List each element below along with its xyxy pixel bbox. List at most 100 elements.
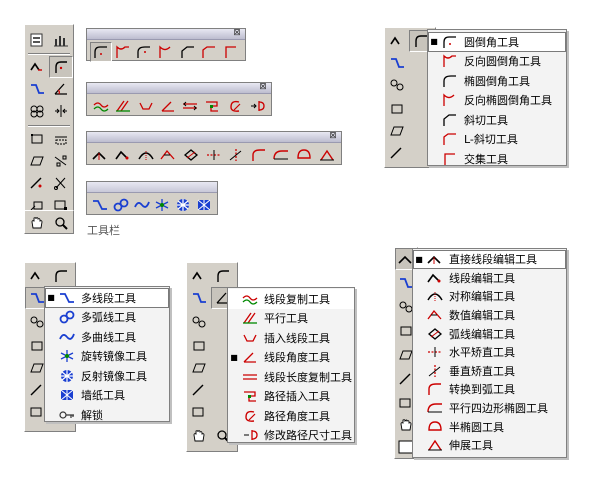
menu-item[interactable]: 多曲线工具 bbox=[45, 327, 169, 347]
menu-item[interactable]: 多弧线工具 bbox=[45, 308, 169, 328]
numeric-edit-icon[interactable] bbox=[157, 145, 180, 165]
stretch-icon[interactable] bbox=[315, 145, 338, 165]
fillet-tool-icon[interactable] bbox=[49, 56, 73, 78]
menu-item[interactable]: 斜切工具 bbox=[428, 110, 566, 130]
segment-angle-icon[interactable] bbox=[157, 96, 179, 116]
reverse-ellipse-fillet-icon[interactable] bbox=[155, 42, 177, 62]
knife-icon[interactable] bbox=[25, 379, 49, 401]
reflect-mirror-icon[interactable] bbox=[173, 195, 194, 215]
menu-item[interactable]: 线段编辑工具 bbox=[413, 269, 566, 288]
menu-item[interactable]: 反射镜像工具 bbox=[45, 366, 169, 386]
direct-segment-edit-icon[interactable] bbox=[89, 145, 112, 165]
parallelogram-icon[interactable] bbox=[25, 150, 49, 172]
rectangle-icon[interactable] bbox=[25, 128, 49, 150]
l-chamfer-icon[interactable] bbox=[199, 42, 221, 62]
menu-item[interactable]: 椭圆倒角工具 bbox=[428, 71, 566, 91]
menu-item[interactable]: 平行四边形椭圆工具 bbox=[413, 399, 566, 418]
node-icon[interactable] bbox=[385, 74, 409, 96]
hand-icon[interactable] bbox=[395, 414, 417, 436]
polyline-tool-icon[interactable] bbox=[385, 52, 409, 74]
angle-tool-icon[interactable] bbox=[49, 78, 73, 100]
intersection-icon[interactable] bbox=[220, 42, 242, 62]
convert-to-arc-icon[interactable] bbox=[247, 145, 270, 165]
menu-item[interactable]: 线段长度复制工具 bbox=[228, 367, 354, 387]
menu-item[interactable]: 水平矫直工具 bbox=[413, 343, 566, 362]
menu-item[interactable]: 反向圆倒角工具 bbox=[428, 52, 566, 72]
parallelogram-icon[interactable] bbox=[395, 344, 417, 366]
reverse-fillet-icon[interactable] bbox=[112, 42, 134, 62]
move-frame-icon[interactable] bbox=[25, 194, 49, 216]
node-icon[interactable] bbox=[187, 311, 211, 333]
knife-icon[interactable] bbox=[25, 172, 49, 194]
bar-chart-icon[interactable] bbox=[49, 29, 73, 51]
fillet-tool-icon[interactable] bbox=[211, 265, 235, 287]
close-icon[interactable]: ⊠ bbox=[259, 82, 267, 92]
menu-item[interactable]: ■线段角度工具 bbox=[230, 351, 330, 365]
menu-item[interactable]: 弧线编辑工具 bbox=[413, 324, 566, 343]
polyline-tool-icon[interactable] bbox=[25, 78, 49, 100]
ellipse-fillet-icon[interactable] bbox=[134, 42, 156, 62]
scissors-icon[interactable] bbox=[49, 172, 73, 194]
pen-node-icon[interactable] bbox=[49, 150, 73, 172]
dimension-icon[interactable] bbox=[49, 128, 73, 150]
menu-item[interactable]: 旋转镜像工具 bbox=[45, 347, 169, 367]
close-icon[interactable]: ⊠ bbox=[233, 28, 241, 38]
menu-item[interactable]: ■圆倒角工具 bbox=[428, 32, 566, 52]
direct-segment-edit-icon[interactable] bbox=[395, 248, 417, 270]
rotate-mirror-icon[interactable] bbox=[152, 195, 173, 215]
polycurve-icon[interactable] bbox=[131, 195, 152, 215]
menu-item[interactable]: 转换到弧工具 bbox=[413, 380, 566, 399]
frame-icon[interactable] bbox=[49, 194, 73, 216]
node-icon[interactable] bbox=[25, 100, 49, 122]
symmetric-edit-icon[interactable] bbox=[134, 145, 157, 165]
vertical-straighten-icon[interactable] bbox=[225, 145, 248, 165]
path-angle-icon[interactable] bbox=[224, 96, 246, 116]
parallelogram-icon[interactable] bbox=[385, 120, 409, 142]
knife-icon[interactable] bbox=[187, 379, 211, 401]
parallel-icon[interactable] bbox=[112, 96, 134, 116]
knife-icon[interactable] bbox=[385, 142, 409, 164]
fillet-arrow-icon[interactable] bbox=[25, 56, 49, 78]
menu-item[interactable]: 垂直矫直工具 bbox=[413, 362, 566, 381]
parallelogram-ellipse-icon[interactable] bbox=[270, 145, 293, 165]
menu-item[interactable]: ■多线段工具 bbox=[45, 288, 169, 308]
close-icon[interactable]: ⊠ bbox=[329, 131, 337, 141]
insert-segment-icon[interactable] bbox=[135, 96, 157, 116]
frame-icon[interactable] bbox=[25, 401, 49, 423]
horizontal-straighten-icon[interactable] bbox=[202, 145, 225, 165]
menu-item[interactable]: ■直接线段编辑工具 bbox=[413, 250, 566, 269]
menu-item[interactable]: 交集工具 bbox=[428, 149, 566, 169]
menu-item[interactable]: 修改路径尺寸工具 bbox=[228, 426, 354, 446]
polyarc-icon[interactable] bbox=[111, 195, 132, 215]
menu-item[interactable]: 数值编辑工具 bbox=[413, 306, 566, 325]
polyline-icon[interactable] bbox=[90, 195, 111, 215]
wallpaper-icon[interactable] bbox=[193, 195, 214, 215]
arc-edit-icon[interactable] bbox=[180, 145, 203, 165]
menu-item[interactable]: 半椭圆工具 bbox=[413, 417, 566, 436]
menu-item[interactable]: 墙纸工具 bbox=[45, 386, 169, 406]
menu-item[interactable]: 路径插入工具 bbox=[228, 387, 354, 407]
menu-item[interactable]: 对称编辑工具 bbox=[413, 287, 566, 306]
segment-edit-icon[interactable] bbox=[112, 145, 135, 165]
node-icon[interactable] bbox=[25, 311, 49, 333]
half-ellipse-icon[interactable] bbox=[293, 145, 316, 165]
knife-icon[interactable] bbox=[395, 368, 417, 390]
align-icon[interactable] bbox=[49, 100, 73, 122]
parallelogram-icon[interactable] bbox=[187, 357, 211, 379]
frame-icon[interactable] bbox=[395, 392, 417, 414]
path-insert-icon[interactable] bbox=[201, 96, 223, 116]
rectangle-icon[interactable] bbox=[395, 320, 417, 342]
menu-item[interactable]: 伸展工具 bbox=[413, 436, 566, 455]
segment-length-copy-icon[interactable] bbox=[179, 96, 201, 116]
polyline-tool-icon[interactable] bbox=[395, 272, 417, 294]
fillet-arrow-icon[interactable] bbox=[187, 265, 211, 287]
fillet-arrow-icon[interactable] bbox=[25, 265, 49, 287]
rectangle-icon[interactable] bbox=[187, 335, 211, 357]
menu-item[interactable]: 平行工具 bbox=[228, 309, 354, 329]
fillet-icon[interactable] bbox=[90, 42, 112, 62]
rectangle-icon[interactable] bbox=[25, 335, 49, 357]
hand-icon[interactable] bbox=[187, 425, 211, 447]
fillet-tool-icon[interactable] bbox=[49, 265, 73, 287]
zoom-icon[interactable] bbox=[49, 212, 73, 234]
polyline-tool-icon[interactable] bbox=[187, 287, 211, 309]
